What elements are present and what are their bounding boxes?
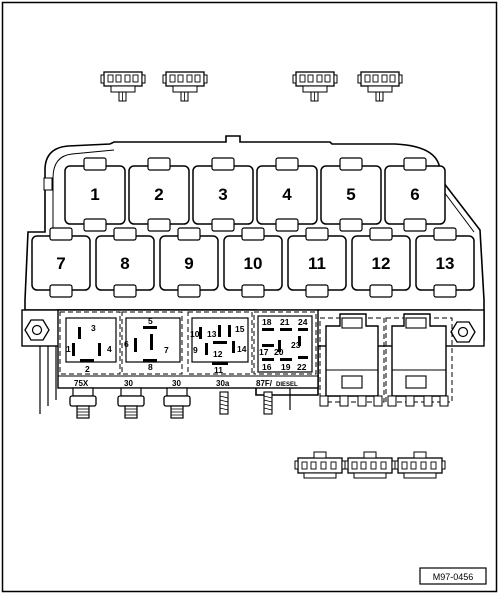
connector-plug [357,71,403,102]
relay-position: 6 [384,157,446,232]
terminal-number: 6 [124,339,129,349]
terminal-number: 8 [148,362,153,372]
terminal-stud [69,387,97,419]
relay-position: 8 [95,227,155,298]
terminal-labels: 75X 30 30 30a 87F/ DIESEL [74,379,298,388]
relay-row-top: 1 2 3 4 5 6 [64,157,446,232]
figure-code-box: M97-0456 [419,567,487,585]
relay-position: 1 [64,157,126,232]
connector-plug [100,71,146,102]
terminal-label: DIESEL [276,382,298,388]
terminal-label: 87F/ [256,379,273,388]
connector-plug [162,71,208,102]
relay-number: 11 [308,254,326,273]
relay-position: 3 [192,157,254,232]
relay-number: 4 [282,185,292,204]
terminal-number: 15 [235,324,245,334]
relay-number: 13 [436,254,455,273]
relay-position: 2 [128,157,190,232]
relay-number: 2 [154,185,163,204]
relay-socket-c: 9 10 11 12 13 14 15 [187,311,253,375]
connector-plug [394,451,446,479]
relay-number: 1 [90,185,99,204]
terminal-stud [163,387,191,419]
relay-number: 7 [56,254,65,273]
terminal-number: 9 [193,345,198,355]
relay-position: 5 [320,157,382,232]
relay-number: 3 [218,185,227,204]
terminal-number: 20 [274,347,284,357]
relay-housing-right-1 [319,313,385,407]
terminal-number: 10 [190,329,200,339]
terminal-number: 2 [85,364,90,374]
relay-number: 12 [372,254,391,273]
connector-plug [344,451,396,479]
terminal-number: 19 [281,362,291,372]
relay-position: 11 [287,227,347,298]
terminal-number: 23 [291,340,301,350]
connector-tabs [39,346,291,414]
terminal-number: 7 [164,345,169,355]
relay-number: 9 [184,254,193,273]
terminal-number: 24 [298,317,308,327]
terminal-number: 22 [297,362,307,372]
terminal-number: 3 [91,323,96,333]
relay-socket-b: 5 6 7 8 [121,311,183,375]
mounting-nut-right [450,321,476,343]
connector-plug [292,71,338,102]
terminal-number: 18 [262,317,272,327]
terminal-label: 30 [172,379,181,388]
relay-housing-right-2 [385,313,453,407]
relay-position: 4 [256,157,318,232]
terminal-stud [117,387,145,419]
relay-socket-a: 1 2 3 4 [59,311,121,375]
relay-row-bottom: 7 8 9 10 11 12 13 [31,227,475,298]
terminal-number: 11 [214,365,223,375]
connector-plug [294,451,346,479]
relay-number: 6 [410,185,419,204]
mounting-nut-left [24,319,50,341]
terminal-number: 12 [213,349,223,359]
terminal-number: 4 [107,344,112,354]
terminal-number: 17 [259,347,269,357]
relay-number: 5 [346,185,355,204]
relay-number: 10 [244,254,263,273]
terminal-label: 30 [124,379,133,388]
relay-number: 8 [120,254,129,273]
terminal-label: 75X [74,379,89,388]
relay-socket-d: 16 17 18 19 20 21 22 23 24 [253,311,317,375]
terminal-number: 21 [280,317,290,327]
relay-position: 10 [223,227,283,298]
terminal-bolt [263,391,273,415]
terminal-number: 16 [262,362,272,372]
terminal-label: 30a [216,379,230,388]
terminal-bolt [219,391,229,415]
relay-position: 13 [415,227,475,298]
terminal-number: 13 [207,329,217,339]
figure-code: M97-0456 [433,572,474,582]
terminal-number: 1 [66,344,71,354]
terminal-number: 5 [148,316,153,326]
relay-position: 7 [31,227,91,298]
terminal-number: 14 [237,344,247,354]
relay-position: 12 [351,227,411,298]
relay-position: 9 [159,227,219,298]
